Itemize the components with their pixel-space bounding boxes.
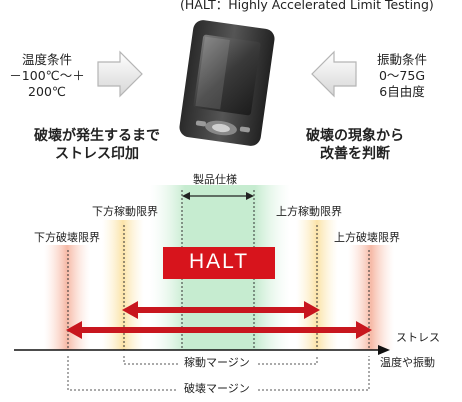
destruct-margin-bracket	[67, 356, 370, 391]
lower-operating-limit-label: 下方稼動限界	[92, 205, 158, 218]
operating-range-arrow	[122, 301, 320, 319]
pda-device-icon	[179, 20, 275, 146]
right-caption-line: 破壊の現象から	[306, 128, 404, 144]
destruct-range-arrow	[66, 321, 372, 339]
vibration-condition: 振動条件 0～75G 6自由度	[362, 52, 442, 100]
vibration-condition-line: 6自由度	[379, 84, 425, 99]
temperature-condition: 温度条件 －100℃～＋ 200℃	[8, 52, 86, 100]
vibration-condition-line: 振動条件	[376, 52, 427, 67]
left-caption-line: 破壊が発生するまで	[34, 128, 160, 144]
temperature-condition-line: 温度条件	[21, 52, 72, 67]
lower-destruct-limit-label: 下方破壊限界	[34, 231, 100, 244]
vibration-condition-line: 0～75G	[378, 68, 426, 83]
stress-axis-sublabel: 温度や振動	[380, 356, 435, 369]
left-arrow-icon	[311, 50, 357, 98]
operating-margin-bracket	[123, 356, 318, 365]
product-spec-label: 製品仕様	[193, 173, 237, 186]
destruct-margin-label: 破壊マージン	[184, 382, 250, 395]
upper-destruct-limit-label: 上方破壊限界	[334, 231, 400, 244]
temperature-condition-line: －100℃～＋	[9, 68, 85, 83]
upper-operating-limit-label: 上方稼動限界	[276, 205, 342, 218]
lower-destruct-band	[44, 245, 90, 350]
stress-axis-label: ストレス	[396, 331, 440, 344]
temperature-condition-line: 200℃	[28, 84, 66, 99]
page-subtitle: (HALT：Highly Accelerated Limit Testing)	[180, 0, 434, 12]
left-caption: 破壊が発生するまで ストレス印加	[22, 127, 172, 163]
upper-destruct-band	[348, 245, 394, 350]
right-caption: 破壊の現象から 改善を判断	[280, 127, 430, 163]
left-caption-line: ストレス印加	[55, 146, 139, 163]
halt-label: HALT	[188, 250, 250, 273]
halt-box	[163, 247, 275, 279]
operating-margin-label: 稼動マージン	[184, 356, 250, 369]
right-arrow-icon	[97, 50, 143, 98]
right-caption-line: 改善を判断	[320, 146, 390, 163]
